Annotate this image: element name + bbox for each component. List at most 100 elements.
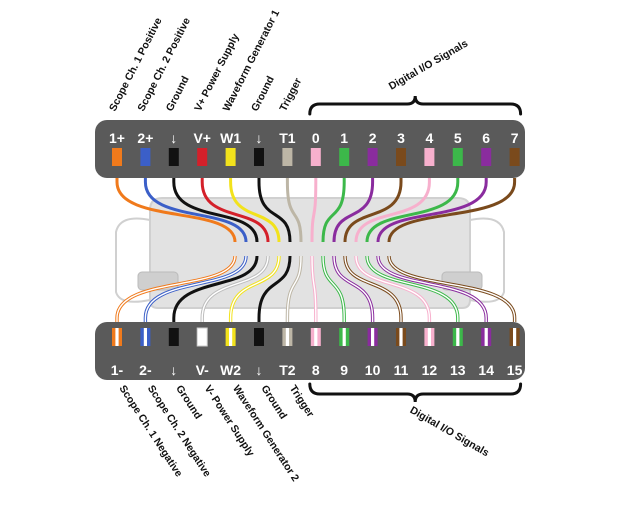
bottom-pin-stripe-1 xyxy=(143,328,147,346)
bottom-pin-stripe-14 xyxy=(513,328,517,346)
top-wire-6 xyxy=(285,178,303,243)
bottom-wire-8 xyxy=(322,255,345,322)
device-right-connector xyxy=(469,217,505,303)
bottom-pin-label-7: 8 xyxy=(312,362,320,378)
bottom-pin-swatch-5 xyxy=(254,328,264,346)
top-pin-swatch-2 xyxy=(168,148,179,166)
top-wire-4 xyxy=(229,178,281,243)
top-pin-label-11: 4 xyxy=(426,130,434,146)
top-wire-2 xyxy=(172,178,259,243)
top-pin-swatch-10 xyxy=(396,148,406,166)
bottom-wire-1 xyxy=(144,255,247,322)
top-pin-swatch-12 xyxy=(452,148,463,166)
bottom-wire-6 xyxy=(286,255,302,322)
bottom-pin-label-9: 10 xyxy=(365,362,381,378)
top-pin-label-6: T1 xyxy=(279,130,296,146)
bottom-ground-arrow-icon-5: ↓ xyxy=(256,362,263,378)
top-pin-label-14: 7 xyxy=(511,130,519,146)
top-wire-5 xyxy=(257,178,292,243)
top-pin-swatch-13 xyxy=(481,148,492,166)
bottom-pin-label-0: 1- xyxy=(111,362,124,378)
top-pin-swatch-6 xyxy=(282,148,293,166)
bottom-wire-7 xyxy=(311,255,317,322)
bottom-pin-stripe-6 xyxy=(285,328,289,346)
top-group-label: Digital I/O Signals xyxy=(387,37,470,92)
top-pin-label-1: 2+ xyxy=(137,130,153,146)
bottom-signal-label-2: Ground xyxy=(173,383,204,421)
top-pin-label-4: W1 xyxy=(220,130,241,146)
bottom-pin-stripe-4 xyxy=(229,328,233,346)
bottom-wire-5 xyxy=(257,255,292,322)
bottom-pin-swatch-2 xyxy=(168,328,179,346)
top-wire-1 xyxy=(143,178,248,243)
top-pin-swatch-8 xyxy=(339,148,350,166)
top-signal-label-6: Trigger xyxy=(277,76,304,113)
bottom-pin-label-8: 9 xyxy=(340,362,348,378)
top-ground-arrow-icon-5: ↓ xyxy=(256,130,263,146)
top-pin-label-3: V+ xyxy=(193,130,211,146)
bottom-wire-12 xyxy=(366,255,459,322)
bottom-ground-arrow-icon-2: ↓ xyxy=(170,362,177,378)
bottom-pin-label-10: 11 xyxy=(394,362,409,378)
top-signal-label-4: Waveform Generator 1 xyxy=(221,8,283,114)
bottom-pin-stripe-12 xyxy=(456,328,460,346)
top-pin-swatch-11 xyxy=(424,148,435,166)
top-pin-label-9: 2 xyxy=(369,130,377,146)
bottom-wire-0 xyxy=(116,255,236,322)
top-pin-label-12: 5 xyxy=(454,130,462,146)
bottom-pin-stripe-10 xyxy=(399,328,403,346)
bottom-pin-label-3: V- xyxy=(196,362,210,378)
top-pin-swatch-4 xyxy=(225,148,236,166)
top-signal-label-5: Ground xyxy=(249,74,277,113)
top-pin-swatch-0 xyxy=(112,148,122,166)
bottom-pin-label-14: 15 xyxy=(507,362,523,378)
wire-bundle xyxy=(115,178,517,322)
bottom-group-label: Digital I/O Signals xyxy=(408,404,491,459)
top-signal-label-2: Ground xyxy=(164,74,192,113)
top-wire-7 xyxy=(310,178,318,243)
top-pin-label-0: 1+ xyxy=(109,130,125,146)
top-pin-label-8: 1 xyxy=(340,130,348,146)
top-wire-14 xyxy=(387,178,517,243)
bottom-wire-10 xyxy=(344,255,402,322)
top-digital-brace xyxy=(308,95,523,116)
top-pin-swatch-7 xyxy=(310,148,321,166)
bottom-pin-label-11: 12 xyxy=(422,362,438,378)
top-wire-9 xyxy=(332,178,375,243)
bottom-pin-stripe-8 xyxy=(342,328,346,346)
bottom-pin-label-12: 13 xyxy=(450,362,466,378)
top-pin-label-7: 0 xyxy=(312,130,320,146)
top-signal-label-1: Scope Ch. 2 Positive xyxy=(135,16,193,114)
top-wire-13 xyxy=(376,178,488,243)
top-pin-swatch-3 xyxy=(197,148,208,166)
top-pin-swatch-1 xyxy=(140,148,151,166)
top-wire-3 xyxy=(200,178,270,243)
top-pin-label-13: 6 xyxy=(482,130,490,146)
bottom-wire-2 xyxy=(172,255,259,322)
bottom-pin-stripe-0 xyxy=(115,328,119,346)
bottom-pin-label-1: 2- xyxy=(139,362,152,378)
bottom-wire-9 xyxy=(333,255,374,322)
top-pin-label-10: 3 xyxy=(397,130,405,146)
device-left-connector xyxy=(115,217,151,303)
top-wire-11 xyxy=(354,178,431,243)
bottom-wire-14 xyxy=(388,255,516,322)
bottom-wire-13 xyxy=(377,255,487,322)
bottom-pin-stripe-11 xyxy=(427,328,431,346)
bottom-digital-brace xyxy=(308,382,523,403)
bottom-pin-swatch-3 xyxy=(196,327,208,347)
top-ground-arrow-icon-2: ↓ xyxy=(170,130,177,146)
top-pin-swatch-9 xyxy=(367,148,378,166)
bottom-wire-3 xyxy=(201,255,269,322)
top-pin-swatch-14 xyxy=(509,148,520,166)
top-wire-12 xyxy=(365,178,460,243)
bottom-wire-11 xyxy=(355,255,431,322)
top-signal-label-0: Scope Ch. 1 Positive xyxy=(107,16,165,114)
bottom-pin-stripe-13 xyxy=(484,328,488,346)
top-wire-10 xyxy=(343,178,403,243)
top-pin-swatch-5 xyxy=(254,148,264,166)
top-wire-0 xyxy=(115,178,237,243)
